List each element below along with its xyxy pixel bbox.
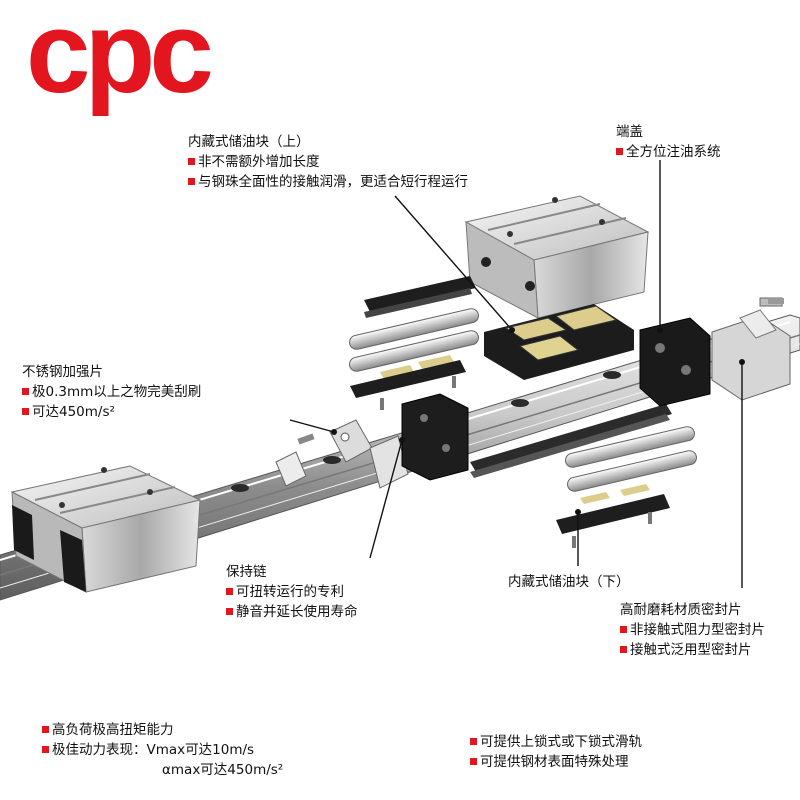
callout-title: 内藏式储油块（上） [188, 134, 310, 150]
callout-bullet: 极0.3mm以上之物完美刮刷 [22, 382, 201, 402]
feature-item: 可提供钢材表面特殊处理 [470, 752, 642, 772]
features-left: 高负荷极高扭矩能力 极佳动力表现：Vmax可达10m/s αmax可达450m/… [42, 720, 283, 780]
rail-mounting-hole [231, 484, 249, 492]
feature-continuation: αmax可达450m/s² [162, 762, 284, 778]
callout-bottom-reservoir: 内藏式储油块（下） [508, 572, 630, 592]
feature-item: 极佳动力表现：Vmax可达10m/s [42, 740, 283, 760]
callout-title: 内藏式储油块（下） [508, 574, 630, 590]
callout-bullet: 全方位注油系统 [616, 142, 721, 162]
leader-lines [289, 160, 743, 588]
callout-bullet: 非接触式阻力型密封片 [620, 620, 765, 640]
callout-bullet: 静音并延长使用寿命 [226, 602, 358, 622]
cpc-logo: cpc [26, 0, 214, 117]
rail-mounting-hole [511, 399, 529, 407]
callout-title: 保持链 [226, 564, 267, 580]
callout-bullet: 与钢珠全面性的接触润滑，更适合短行程运行 [188, 172, 468, 192]
callout-seal: 高耐磨耗材质密封片 非接触式阻力型密封片 接触式泛用型密封片 [620, 600, 765, 660]
rail-mounting-hole [323, 456, 341, 464]
features-right: 可提供上锁式或下锁式滑轨 可提供钢材表面特殊处理 [470, 732, 642, 772]
callout-title: 不锈钢加强片 [22, 364, 103, 380]
callout-top-reservoir: 内藏式储油块（上） 非不需额外增加长度 与钢珠全面性的接触润滑，更适合短行程运行 [188, 132, 468, 192]
rail-mounting-hole [603, 371, 621, 379]
retainer-on-rail [470, 404, 672, 478]
end-cap-right [639, 317, 711, 407]
ball-chain-left [349, 308, 479, 398]
callout-retainer: 保持链 可扭转运行的专利 静音并延长使用寿命 [226, 562, 358, 622]
oil-reservoir-top [484, 304, 634, 380]
seal-right [711, 297, 791, 401]
feature-item: 可提供上锁式或下锁式滑轨 [470, 732, 642, 752]
ball-chain-right [565, 426, 697, 492]
carriage-block-exploded [464, 195, 650, 319]
stainless-plate [275, 419, 409, 489]
end-cap-middle [401, 393, 469, 481]
callout-bullet: 可达450m/s² [22, 402, 201, 422]
screw-icon [297, 298, 784, 548]
callout-end-cap: 端盖 全方位注油系统 [616, 122, 721, 162]
callout-bullet: 可扭转运行的专利 [226, 582, 358, 602]
callout-title: 端盖 [616, 124, 643, 140]
retainer-top-left [364, 276, 476, 318]
callout-bullet: 接触式泛用型密封片 [620, 640, 765, 660]
callout-bullet: 非不需额外增加长度 [188, 152, 468, 172]
feature-item: 高负荷极高扭矩能力 [42, 720, 283, 740]
carriage-block-left [10, 465, 202, 593]
leader-dots [331, 327, 745, 515]
callout-title: 高耐磨耗材质密封片 [620, 602, 742, 618]
oil-reservoir-bottom [556, 484, 670, 534]
callout-stainless-plate: 不锈钢加强片 极0.3mm以上之物完美刮刷 可达450m/s² [22, 362, 201, 422]
